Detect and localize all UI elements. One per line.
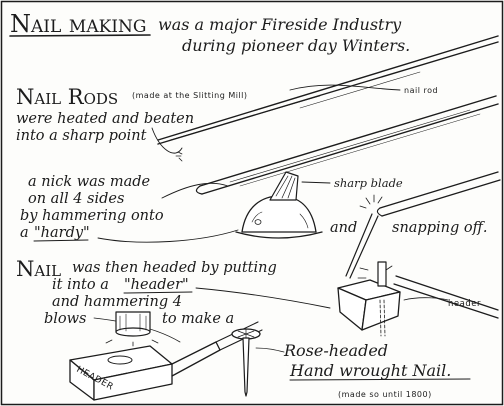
and-label: and <box>330 220 357 236</box>
nail-rod-3 <box>345 171 501 279</box>
result-line2: Hand wrought Nail. <box>289 361 451 380</box>
nick-line3: by hammering onto <box>20 208 164 224</box>
nail-rod-1 <box>157 35 499 145</box>
heading-underline <box>9 34 151 37</box>
result-leader <box>255 347 285 353</box>
header-underline <box>123 291 193 294</box>
rods-title: Nail Rods <box>16 85 118 109</box>
rods-note: (made at the Slitting Mill) <box>132 91 248 100</box>
nail-title: Nail <box>16 257 61 281</box>
rods-line1: were heated and beaten <box>16 111 194 127</box>
hardy-anvil <box>235 195 323 239</box>
head-line4b: to make a <box>162 311 234 327</box>
head-line3: and hammering 4 <box>52 294 182 310</box>
header-tool-right <box>337 261 499 337</box>
impact-marks <box>105 339 159 347</box>
rods-line2: into a sharp point <box>16 128 147 144</box>
nail-rod-tag: nail rod <box>404 86 438 95</box>
nick-line4-prefix: a <box>20 225 29 241</box>
nail-rod-2 <box>195 95 499 195</box>
head-line4a: blows <box>44 311 87 327</box>
point-leader <box>151 127 183 154</box>
hardy-underline <box>33 239 89 242</box>
nick-line1: a nick was made <box>28 174 150 190</box>
heading-title: Nail making <box>10 10 146 38</box>
rod-leader <box>289 84 401 91</box>
header-tag: header <box>448 299 481 309</box>
hardy-label: "hardy" <box>34 225 90 241</box>
point-sparks <box>175 151 183 162</box>
header-word: "header" <box>124 277 189 293</box>
header-tag-leader <box>403 297 449 301</box>
heading-line1: was a major Fireside Industry <box>158 15 402 34</box>
result-underline <box>289 378 471 381</box>
rose-head-nail <box>231 328 261 397</box>
hammer-head <box>115 311 151 337</box>
nick-leader <box>161 182 229 199</box>
blade-label: sharp blade <box>334 176 403 190</box>
head-line1: was then headed by putting <box>72 260 277 276</box>
blade-leader <box>301 181 331 184</box>
header-tool-left <box>69 321 263 401</box>
result-line1: Rose-headed <box>283 341 388 360</box>
heading-line2: during pioneer day Winters. <box>182 36 410 55</box>
head-line2-prefix: it into a <box>52 277 109 293</box>
result-note: (made so until 1800) <box>338 390 432 399</box>
snapping-label: snapping off. <box>392 220 487 236</box>
nick-line2: on all 4 sides <box>28 191 124 207</box>
header-leader <box>195 287 331 309</box>
sharp-blade <box>269 171 299 201</box>
hardy-leader <box>97 229 239 243</box>
